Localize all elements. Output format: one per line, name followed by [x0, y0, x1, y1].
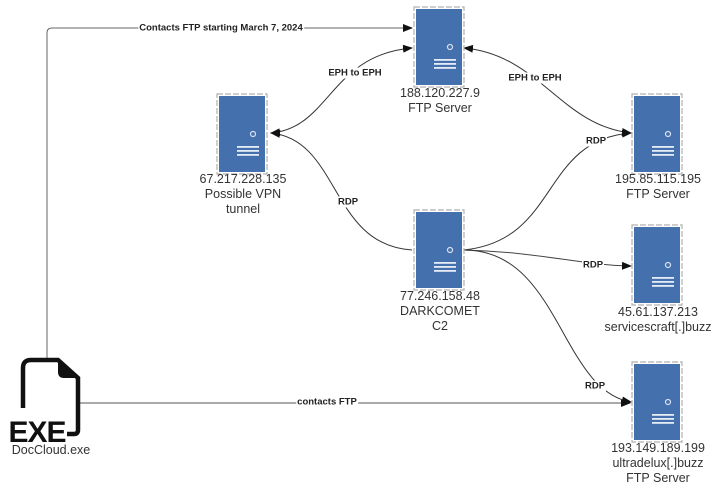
server-icon-ftp2	[631, 93, 683, 175]
edge-label-c2-vpn: RDP	[336, 196, 360, 208]
edge-label-ftp1-ftp2: EPH to EPH	[507, 72, 563, 84]
node-label-line: 193.149.189.199	[611, 441, 705, 455]
server-icon-ftp1	[413, 6, 465, 88]
node-label-line: 195.85.115.195	[615, 172, 701, 186]
server-icon-c2	[413, 209, 465, 291]
edge-ftp1-ftp2	[463, 44, 632, 136]
node-label-line: Possible VPN	[204, 187, 282, 201]
node-label-line: FTP Server	[626, 471, 690, 485]
node-label-line: C2	[432, 319, 448, 333]
exe-file-icon	[20, 357, 81, 437]
edge-c2-servicescraft	[463, 249, 632, 270]
node-label-line: DocCloud.exe	[11, 443, 91, 457]
node-label-exe: DocCloud.exe	[12, 443, 91, 458]
edge-label-vpn-ftp1: EPH to EPH	[327, 67, 383, 79]
node-label-line: FTP Server	[408, 101, 472, 115]
node-label-line: 77.246.158.48	[400, 289, 480, 303]
node-label-line: DARKCOMET	[400, 304, 480, 318]
edge-c2-vpn	[270, 129, 413, 251]
node-label-line: 45.61.137.213	[618, 305, 698, 319]
edge-label-contacts-ftp: contacts FTP	[296, 396, 358, 408]
edge-exe-to-ftp1	[46, 24, 413, 358]
node-label-line: 67.217.228.135	[199, 172, 287, 186]
node-label-line: ultradelux[.]buzz	[612, 456, 704, 470]
edge-c2-ftp2	[463, 129, 632, 251]
node-label-line: tunnel	[225, 202, 261, 216]
node-label-line: FTP Server	[626, 187, 690, 201]
node-label-line: servicescraft[.]buzz	[604, 320, 712, 334]
edge-label-c2-ultradelux: RDP	[583, 380, 607, 392]
node-label-line: 188.120.227.9	[400, 86, 480, 100]
edge-vpn-ftp1	[270, 44, 413, 137]
server-icon-ud	[631, 361, 683, 443]
exe-icon-text: EXE	[8, 416, 66, 449]
edge-c2-ultradelux	[463, 249, 632, 405]
server-icon-vpn	[216, 93, 268, 175]
server-icon-sc	[631, 224, 683, 306]
edge-label-c2-servicescraft: RDP	[581, 259, 605, 271]
edge-label-contacts-ftp-start: Contacts FTP starting March 7, 2024	[138, 22, 304, 34]
edge-label-c2-ftp2: RDP	[584, 135, 608, 147]
